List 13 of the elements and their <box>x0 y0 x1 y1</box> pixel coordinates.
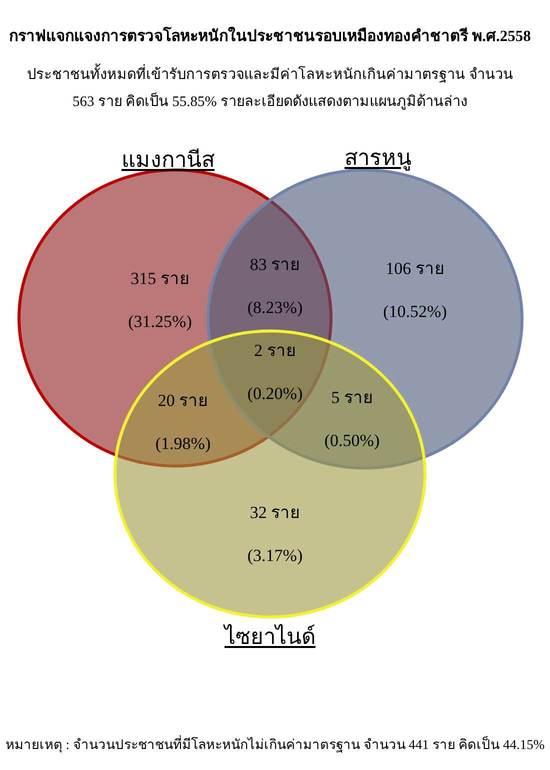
count-label: 2 ราย (0.20%) <box>246 340 304 404</box>
count-label: 20 ราย (1.98%) <box>154 390 212 454</box>
count-label: 315 ราย (31.25%) <box>127 268 193 332</box>
set-label: ไซยาไนด์ <box>224 623 316 651</box>
count-label: 5 ราย (0.50%) <box>323 386 381 452</box>
count-label: 32 ราย (3.17%) <box>246 502 304 566</box>
count-label: 106 ราย (10.52%) <box>382 258 448 322</box>
count-label: 83 ราย (8.23%) <box>246 254 304 318</box>
footnote: หมายเหตุ : จำนวนประชาชนที่มีโลหะหนักไม่เกินค่ามาตรฐาน จำนวน 441 ราย คิดเป็น 44.15% <box>5 734 545 754</box>
set-label: สารหนู <box>344 144 412 173</box>
summary-text: ประชาชนทั้งหมดที่เข้ารับการตรวจและมีค่าโลหะหนักเกินค่ามาตรฐาน จำนวน 563 ราย คิดเป็น 55.85% รายละเอียดดังแสดงตามแผนภูมิด้านล่าง <box>20 62 520 116</box>
chart-title: กราฟแจกแจงการตรวจโลหะหนักในประชาชนรอบเหมืองทองคำชาตรี พ.ศ.2558 <box>9 26 531 47</box>
set-label: แมงกานีส <box>122 146 214 174</box>
